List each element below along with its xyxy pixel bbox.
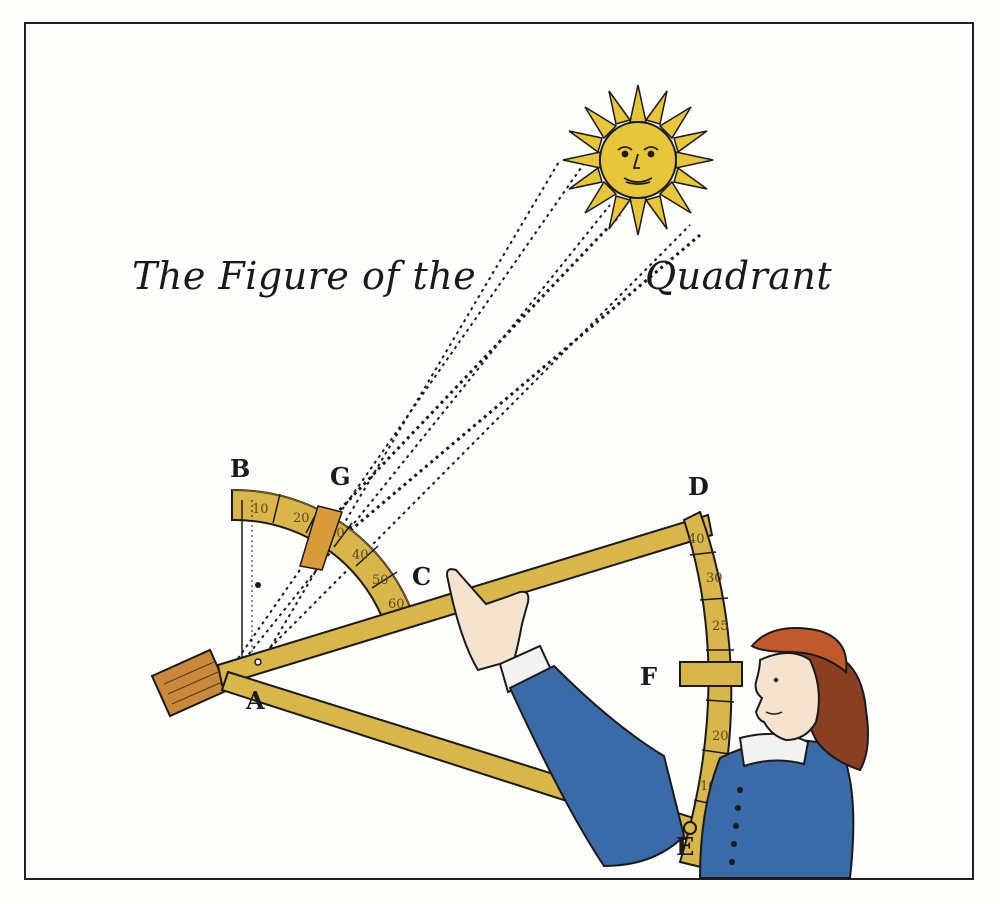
sun-icon — [562, 84, 714, 236]
sight-line-3 — [249, 224, 691, 669]
large-arc-cursor — [679, 661, 743, 687]
large-arc-mark-20: 20 — [712, 729, 729, 744]
large-arc-mark-25: 25 — [712, 619, 729, 634]
coat-buttons — [729, 787, 743, 865]
mouth — [765, 711, 783, 715]
coat-sleeve — [508, 664, 686, 868]
picture-frame — [24, 22, 974, 880]
face — [754, 652, 820, 742]
small-arc-scale: 10 20 30 40 50 60 — [231, 488, 414, 668]
sight-line-1 — [229, 154, 591, 671]
eye — [773, 677, 779, 683]
title-part-2: Quadrant — [645, 254, 833, 298]
sight-line-5 — [328, 213, 622, 522]
hat — [750, 627, 848, 674]
label-c: C — [412, 562, 432, 591]
sight-lines — [229, 154, 701, 671]
sun-face — [617, 146, 659, 185]
small-arc-mark-50: 50 — [372, 573, 389, 588]
pivot-e — [683, 821, 697, 835]
collar — [738, 732, 810, 768]
sight-line-2 — [239, 204, 611, 666]
raised-hand — [446, 568, 554, 694]
label-e: E — [676, 832, 695, 861]
sight-box — [150, 648, 230, 718]
large-arc-mark-30: 30 — [706, 571, 723, 586]
pivot-a — [254, 658, 262, 666]
small-arc-mark-10: 10 — [252, 502, 269, 517]
label-f: F — [640, 662, 658, 691]
title-part-1: The Figure of the — [132, 254, 477, 298]
large-arc-mark-40: 40 — [688, 532, 705, 547]
label-g: G — [330, 462, 351, 491]
sun-disc — [599, 121, 677, 199]
plumb-bob — [255, 582, 261, 588]
sight-line-6 — [344, 233, 701, 537]
small-arc-mark-20: 20 — [293, 511, 310, 526]
small-arc-edge — [231, 489, 413, 613]
small-arc-cursor — [299, 505, 343, 571]
label-a: A — [246, 686, 265, 715]
sun-rays — [562, 84, 714, 236]
observer-figure — [508, 627, 869, 879]
label-d: D — [688, 472, 709, 501]
label-b: B — [230, 454, 251, 483]
small-arc-mark-40: 40 — [352, 548, 369, 563]
